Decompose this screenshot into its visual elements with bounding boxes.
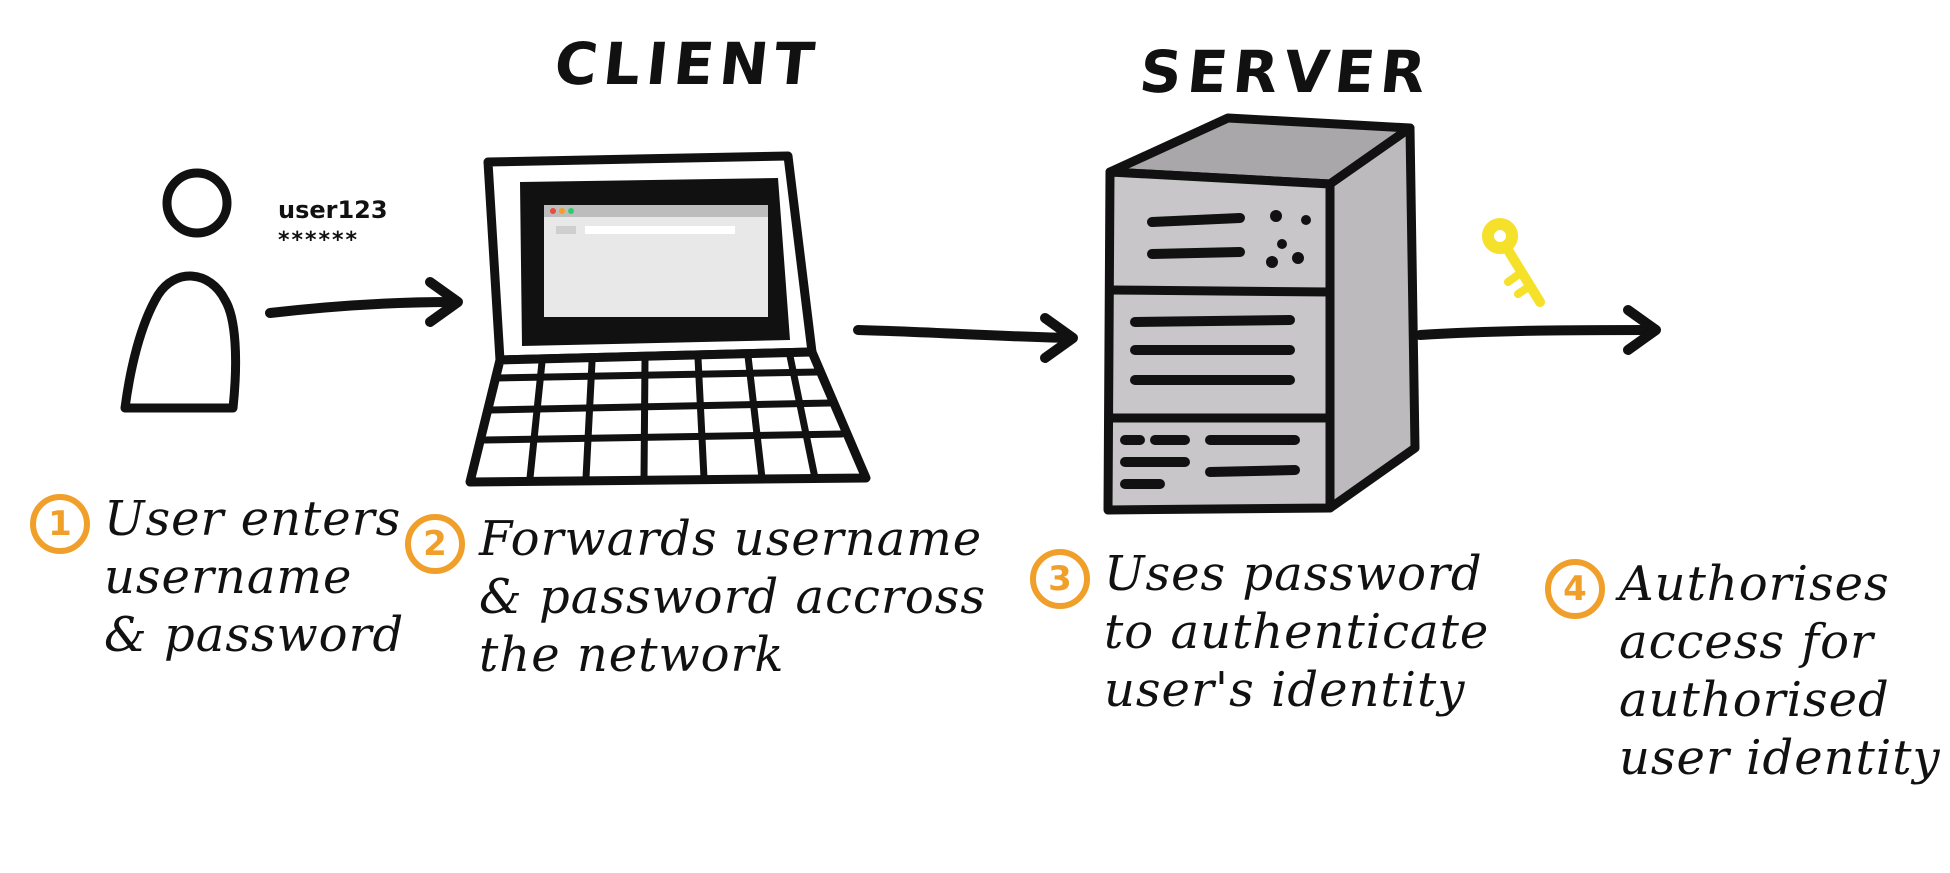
step-4: 4 Authorises access for authorised user …: [1545, 555, 1941, 787]
step-1: 1 User enters username & password: [30, 490, 404, 664]
step-text: User enters username & password: [104, 491, 405, 663]
arrow-user-to-client: [265, 277, 463, 327]
client-heading: CLIENT: [551, 30, 824, 98]
credentials: user123 ******: [278, 196, 388, 253]
arrow-server-to-access: [1415, 305, 1661, 355]
server-heading: SERVER: [1136, 38, 1435, 106]
laptop-icon: [465, 151, 871, 487]
username-value: user123: [278, 196, 388, 224]
user-icon: [120, 168, 241, 413]
step-number-badge: 4: [1545, 559, 1605, 619]
step-text: Uses password to authenticate user's ide…: [1104, 546, 1490, 718]
step-text: Forwards username & password accross the…: [479, 511, 986, 683]
key-icon: [1482, 218, 1545, 307]
step-text: Authorises access for authorised user id…: [1619, 556, 1941, 786]
arrow-client-to-server: [853, 313, 1078, 363]
server-icon: [1103, 113, 1420, 515]
password-value: ******: [278, 228, 360, 253]
step-number-badge: 1: [30, 494, 90, 554]
step-number-badge: 3: [1030, 549, 1090, 609]
step-2: 2 Forwards username & password accross t…: [405, 510, 986, 684]
step-number-badge: 2: [405, 514, 465, 574]
step-3: 3 Uses password to authenticate user's i…: [1030, 545, 1489, 719]
